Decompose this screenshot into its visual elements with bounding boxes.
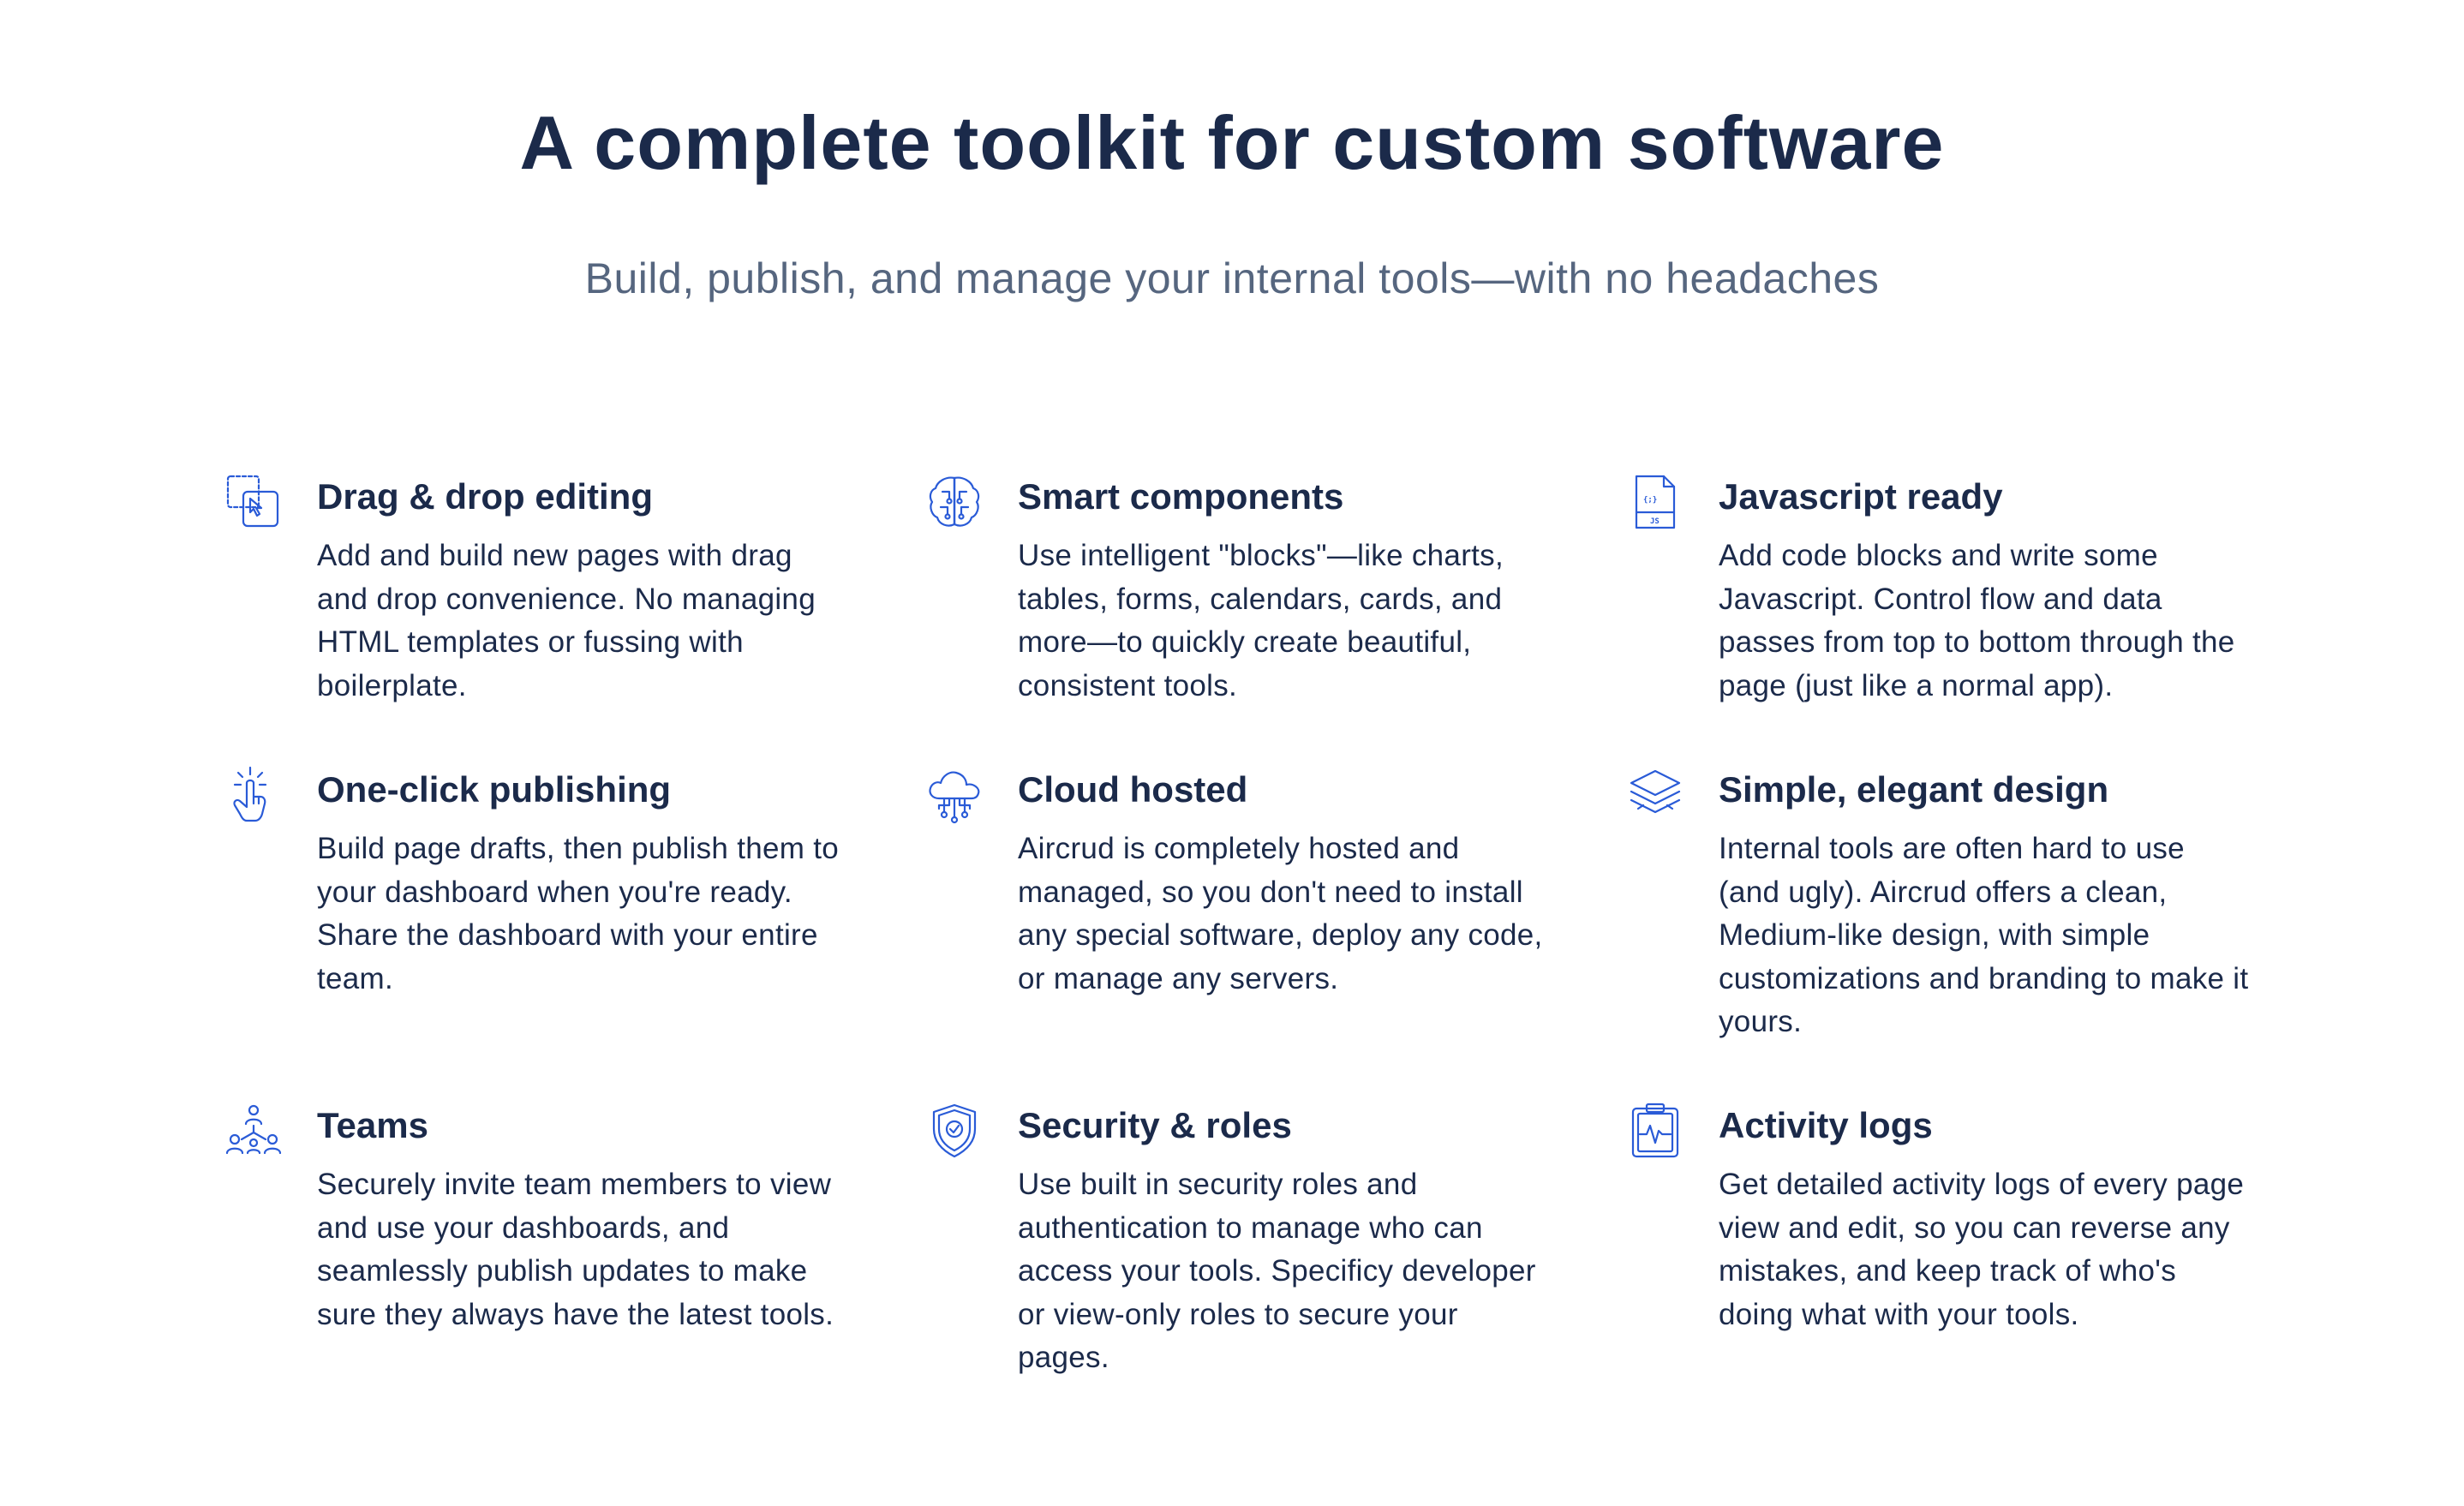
feature-description: Aircrud is completely hosted and managed… bbox=[1018, 832, 1543, 995]
drag-drop-icon bbox=[224, 473, 283, 531]
cloud-network-icon bbox=[925, 766, 984, 824]
feature-title: One-click publishing bbox=[317, 769, 672, 810]
feature-description: Add code blocks and write some Javascrip… bbox=[1719, 539, 2235, 702]
layers-icon bbox=[1626, 766, 1684, 824]
feature-title: Security & roles bbox=[1018, 1105, 1292, 1145]
feature-title: Smart components bbox=[1018, 476, 1344, 517]
feature-title: Activity logs bbox=[1719, 1105, 1933, 1145]
brain-circuit-icon bbox=[925, 473, 984, 531]
feature-title: Javascript ready bbox=[1719, 476, 2003, 517]
feature-description: Use intelligent "blocks"—like charts, ta… bbox=[1018, 539, 1504, 702]
js-braces-label: {;} bbox=[1643, 496, 1657, 505]
feature-description: Use built in security roles and authenti… bbox=[1018, 1168, 1536, 1374]
tap-hand-icon bbox=[224, 766, 283, 824]
feature-description: Build page drafts, then publish them to … bbox=[317, 832, 840, 995]
feature-title: Drag & drop editing bbox=[317, 476, 653, 517]
team-hierarchy-icon bbox=[224, 1102, 283, 1160]
feature-title: Cloud hosted bbox=[1018, 769, 1248, 810]
js-file-icon: {;} JS bbox=[1626, 473, 1684, 531]
clipboard-pulse-icon bbox=[1626, 1102, 1684, 1160]
js-tag-label: JS bbox=[1650, 517, 1660, 526]
shield-check-icon bbox=[925, 1102, 984, 1160]
feature-description: Securely invite team members to view and… bbox=[317, 1168, 834, 1331]
feature-title: Simple, elegant design bbox=[1719, 769, 2109, 810]
feature-description: Get detailed activity logs of every page… bbox=[1719, 1168, 2245, 1331]
feature-title: Teams bbox=[317, 1105, 428, 1145]
page-subtitle: Build, publish, and manage your internal… bbox=[584, 254, 1880, 302]
feature-description: Add and build new pages with drag and dr… bbox=[317, 539, 816, 702]
feature-description: Internal tools are often hard to use (an… bbox=[1719, 832, 2249, 1038]
page-title: A complete toolkit for custom software bbox=[519, 100, 1945, 185]
